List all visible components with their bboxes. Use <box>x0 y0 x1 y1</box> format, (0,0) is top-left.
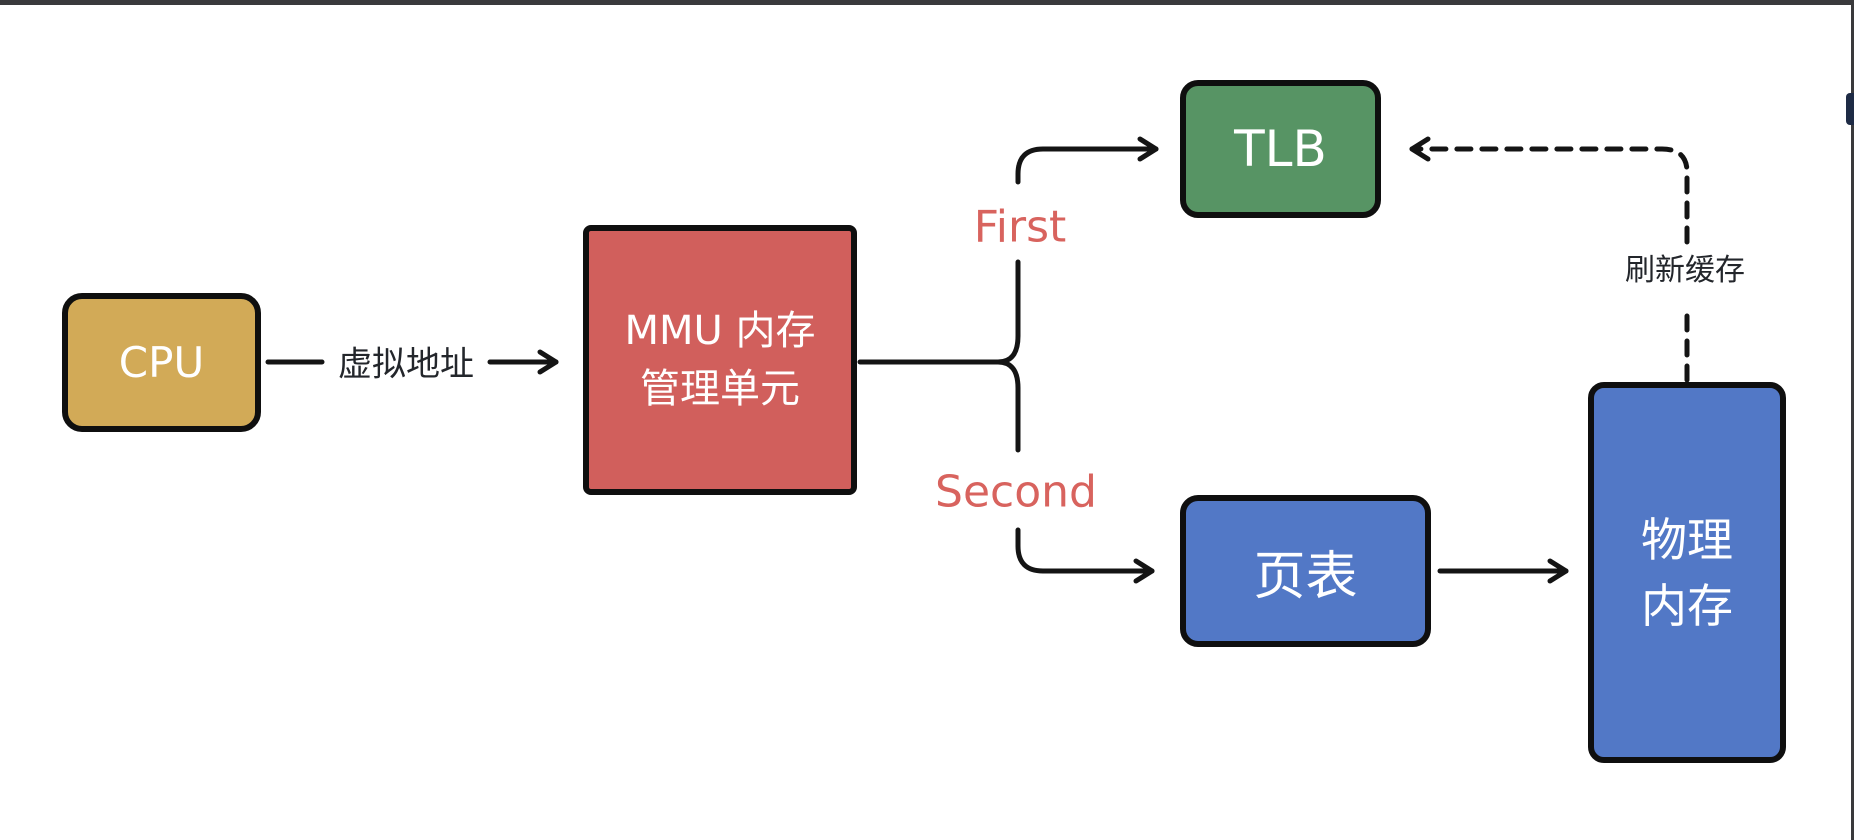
node-mmu-label-line1: MMU 内存 <box>624 308 816 354</box>
window-top-bar <box>0 0 1854 5</box>
scrollbar-thumb[interactable] <box>1846 93 1854 125</box>
edge-label-flush-cache: 刷新缓存 <box>1625 253 1745 288</box>
right-edge-border <box>1851 0 1854 840</box>
edge-label-first: First <box>973 201 1067 253</box>
node-tlb-label: TLB <box>1234 120 1327 178</box>
node-physical-memory-label-line1: 物理 <box>1641 512 1733 567</box>
node-physical-memory-label-line2: 内存 <box>1641 578 1733 633</box>
node-page-table: 页表 <box>1180 495 1431 647</box>
edge-fork-down <box>995 359 1021 453</box>
node-mmu: MMU 内存 管理单元 <box>583 225 857 495</box>
node-cpu-label: CPU <box>118 338 205 387</box>
node-tlb: TLB <box>1180 80 1381 218</box>
edge-label-virtual-address: 虚拟地址 <box>338 344 474 385</box>
edge-first-arrow <box>1015 136 1159 185</box>
edge-label-second: Second <box>935 466 1097 518</box>
edge-second-arrow <box>1015 527 1155 584</box>
node-page-table-label: 页表 <box>1253 546 1358 607</box>
edge-fork-up <box>995 259 1021 365</box>
node-cpu: CPU <box>62 293 261 432</box>
edge-flush-dashed-arrow <box>1409 136 1690 245</box>
node-physical-memory: 物理 内存 <box>1588 382 1786 763</box>
node-mmu-label-line2: 管理单元 <box>640 366 800 412</box>
